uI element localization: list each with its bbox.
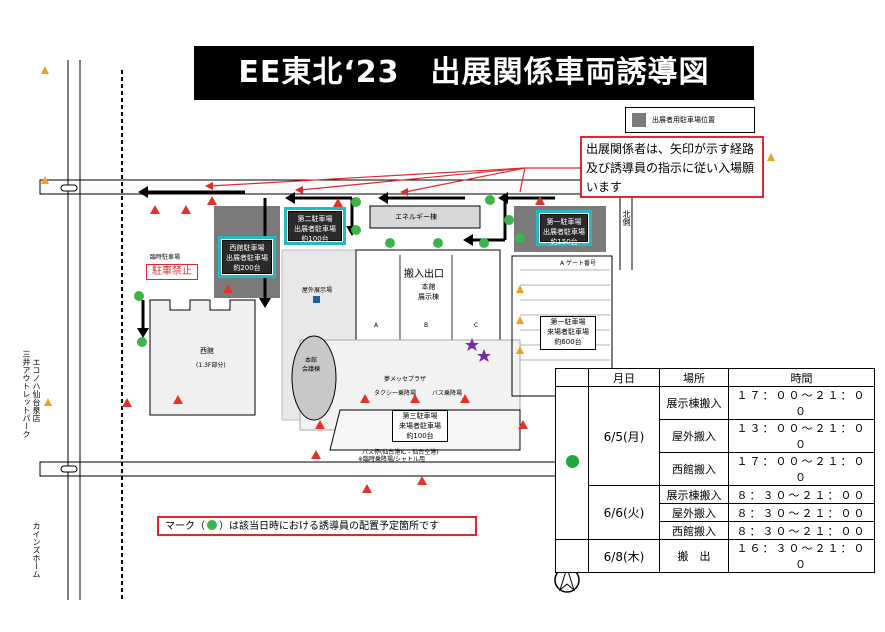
place-cell: 西館搬入 [659,521,729,540]
stars [465,338,491,362]
bus-note: バス停(仙台港IC - 仙台空港) [362,449,439,456]
road-label-1: エコノハ仙台泉店 [32,358,41,422]
route-notice: 出展関係者は、矢印が示す経路及び誘導員の指示に従い入場願います [580,136,764,198]
header-place: 場所 [659,368,729,387]
outdoor-marker [313,296,320,303]
taxi-label: タクシー乗降場 [374,390,417,397]
place-cell: 搬 出 [659,539,729,573]
lot-2: 第二駐車場 出展者駐車場 約100台 [284,207,346,245]
cones [122,196,545,493]
date-cell: 6/6(火) [588,485,660,540]
table-row: 西館搬入 ８：３０～２１：００ [556,521,875,540]
hall-c-label: C [474,322,479,329]
lot-west-label: 西館駐車場 出展者駐車場 約200台 [222,240,272,274]
temp-parking-label: 臨時駐車場 [150,254,181,261]
legend: 出展者用駐車場位置 [625,107,755,133]
green-dot-icon [565,455,579,468]
mark-note-prefix: マーク（ [165,521,205,532]
main-hall-label: 本館 展示棟 [418,283,439,301]
table-row: 6/6(火) 展示棟搬入 ８：３０～２１：００ [556,485,875,540]
lot-2-label: 第二駐車場 出展者駐車場 約100台 [288,211,342,243]
table-row: 6/5(月) 展示棟搬入 １７：００～２１：００ [555,386,875,540]
no-parking-sign: 駐車禁止 [146,264,198,280]
main-entrance-label: 搬入出口 [404,269,444,280]
page-title: EE東北‘23 出展関係車両誘導図 [194,46,754,100]
east-parking-stripes [520,269,610,361]
marker-cell-empty [555,539,589,573]
conference-bldg [291,335,337,421]
time-cell: ８：３０～２１：００ [728,521,875,540]
mark-note: マーク（ ）は該当日時における誘導員の配置予定箇所です [157,516,477,536]
conference-label: 本館 会議棟 [302,357,321,373]
road-label-3: カインズホーム [32,522,41,578]
compass-icon [554,566,580,593]
bus-note-2: ※臨時乗降場/シャトル用 [358,456,426,463]
bus-label: バス乗降場 [432,390,463,397]
west-hall [149,299,256,416]
marker-cell [555,386,589,540]
lot-west: 西館駐車場 出展者駐車場 約200台 [218,236,276,278]
traffic-lights [60,184,78,473]
legend-swatch [632,113,646,127]
side-label: 北側 [622,210,631,226]
signals [41,66,775,406]
place-cell: 展示棟搬入 [659,386,729,420]
date-cell: 6/5(月) [588,386,660,486]
hall-a-label: A [374,322,379,329]
header-date: 月日 [588,368,660,387]
place-cell: 屋外搬入 [659,503,729,522]
west-hall-sub-label: (1.3F部分) [196,362,226,369]
time-cell: １３：００～２１：００ [728,419,875,453]
date-cell: 6/8(木) [588,539,660,573]
table-row: 屋外搬入 １３：００～２１：００ [556,419,875,453]
energy-bldg-label: エネルギー棟 [395,213,437,221]
schedule-header-row: 月日 場所 時間 [555,368,875,387]
time-cell: １６：３０～２１：００ [728,539,875,573]
mark-note-suffix: ）は該当日時における誘導員の配置予定箇所です [219,521,439,532]
place-cell: 展示棟搬入 [659,485,729,504]
west-hall-label: 西館 [200,347,214,355]
time-cell: ８：３０～２１：００ [728,503,875,522]
guide-markers [134,195,525,347]
lot-1: 第一駐車場 出展者駐車場 約150台 [536,210,592,246]
gate-label: A ゲート番号 [560,260,597,267]
table-row: 6/8(木) 搬 出 １６：３０～２１：００ [555,539,875,573]
time-cell: １７：００～２１：００ [728,452,875,486]
hall-b-label: B [424,322,429,329]
south-road [39,461,561,477]
time-cell: １７：００～２１：００ [728,386,875,420]
place-cell: 西館搬入 [659,452,729,486]
time-cell: ８：３０～２１：００ [728,485,875,504]
road-label-2: 三井アウトレットパーク [22,350,31,438]
outdoor-exhibit-label: 屋外展示場 [302,287,333,294]
lot-1-label: 第一駐車場 出展者駐車場 約150台 [540,214,588,246]
legend-label: 出展者用駐車場位置 [652,116,715,124]
place-cell: 屋外搬入 [659,419,729,453]
green-dot-icon [207,520,217,530]
messe-plaza-label: 夢メッセプラザ [384,376,427,383]
direction-lines [209,167,580,193]
header-marker [555,368,589,387]
lot-1-visitor: 第一駐車場 来場者駐車場 約600台 [540,316,596,350]
schedule-table: 月日 場所 時間 6/5(月) 展示棟搬入 １７：００～２１：００ 屋外搬入 １… [555,368,875,573]
energy-bldg [369,205,481,229]
header-time: 時間 [728,368,875,387]
lot-3: 第三駐車場 来場者駐車場 約100台 [392,410,448,442]
